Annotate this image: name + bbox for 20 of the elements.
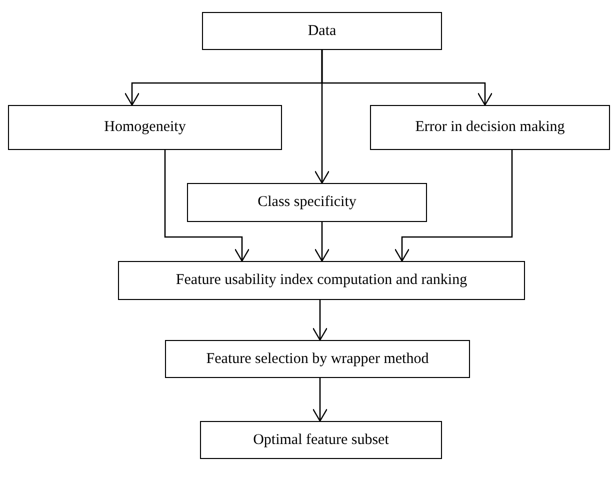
process-box — [187, 183, 427, 222]
arrow — [394, 150, 513, 262]
box-label: Data — [308, 22, 336, 40]
arrow — [312, 300, 328, 341]
process-box — [202, 12, 442, 50]
arrow — [312, 378, 328, 422]
box-label: Homogeneity — [104, 119, 186, 136]
box-label: Optimal feature subset — [253, 432, 389, 448]
box-label: Feature usability index computation and ranking — [176, 272, 468, 289]
process-box — [118, 261, 525, 300]
process-box — [165, 340, 470, 378]
arrow — [321, 50, 493, 106]
box-label: Error in decision making — [415, 119, 565, 136]
process-box — [8, 105, 282, 150]
box-label: Class specificity — [258, 194, 356, 211]
arrow — [314, 222, 330, 262]
box-label: Feature selection by wrapper method — [206, 350, 429, 368]
arrow — [164, 150, 250, 262]
process-box — [370, 105, 610, 150]
process-box — [200, 421, 442, 459]
